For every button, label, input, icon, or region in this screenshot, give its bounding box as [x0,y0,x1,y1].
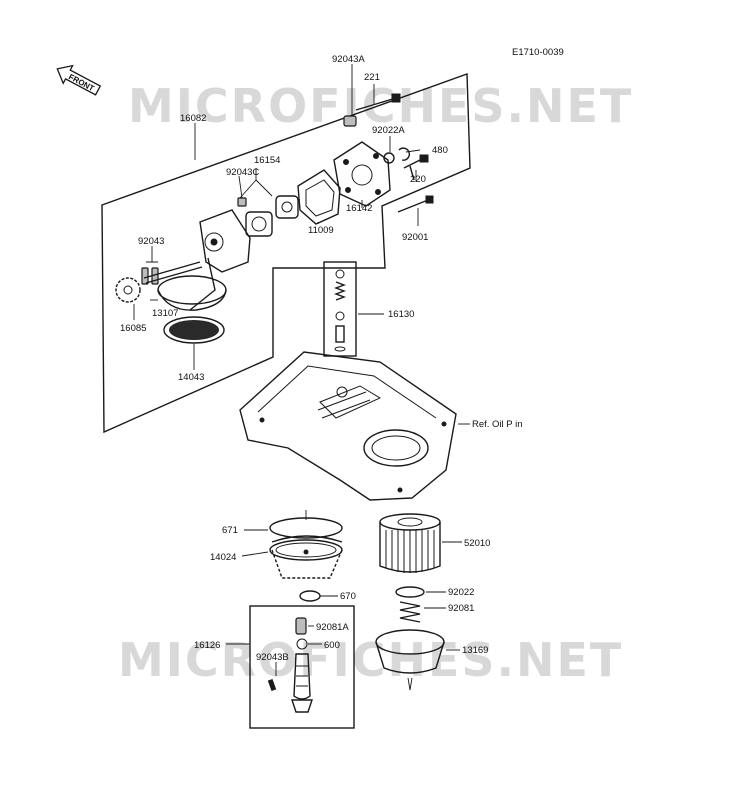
part-label-670: 670 [340,591,356,602]
part-label-11009: 11009 [308,225,334,236]
part-label-92081: 92081 [448,603,474,614]
bypass-valve-outline [249,605,355,729]
part-label-92043: 92043 [138,236,164,247]
part-label-600: 600 [324,640,340,651]
diagram-code: E1710-0039 [512,47,564,58]
oil-filter-element [379,513,441,573]
relief-valve-outline [323,261,357,357]
part-label-13107: 13107 [152,308,178,319]
part-label-16130: 16130 [388,309,414,320]
part-label-92001: 92001 [402,232,428,243]
part-label-52010: 52010 [464,538,490,549]
part-label-92043C: 92043C [226,167,259,178]
part-label-16154: 16154 [254,155,280,166]
part-label-16126: 16126 [194,640,220,651]
relief-valve-parts [334,269,346,352]
leader-lines [133,64,470,676]
bypass-valve-parts [267,617,313,713]
washer-92022-shape [395,586,425,598]
watermark-bottom: MICROFICHES.NET [118,633,623,687]
filter-cover [375,629,445,691]
oil-pump-parts [115,93,434,344]
part-label-671: 671 [222,525,238,536]
front-arrow-icon: FRONT [56,64,102,96]
o-ring-670-shape [299,590,321,602]
part-label-14024: 14024 [210,552,236,563]
part-label-16085: 16085 [120,323,146,334]
part-label-16082: 16082 [180,113,206,124]
filter-screen [269,510,343,579]
part-label-480: 480 [432,145,448,156]
part-labels: 92043A 221 16082 92022A 480 16154 92043C… [120,54,523,663]
part-label-92022: 92022 [448,587,474,598]
part-label-92022A: 92022A [372,125,405,136]
part-label-92043A: 92043A [332,54,365,65]
part-label-221: 221 [364,72,380,83]
spring-92081-shape [399,601,421,623]
ref-oil-pan-label: Ref. Oil P in [472,419,523,430]
part-label-220: 220 [410,174,426,185]
part-label-92043B: 92043B [256,652,289,663]
part-label-16142: 16142 [346,203,372,214]
oil-pump-assembly-outline [101,73,471,434]
part-label-92081A: 92081A [316,622,349,633]
part-label-13169: 13169 [462,645,488,656]
oil-pan [239,351,457,501]
part-label-14043: 14043 [178,372,204,383]
